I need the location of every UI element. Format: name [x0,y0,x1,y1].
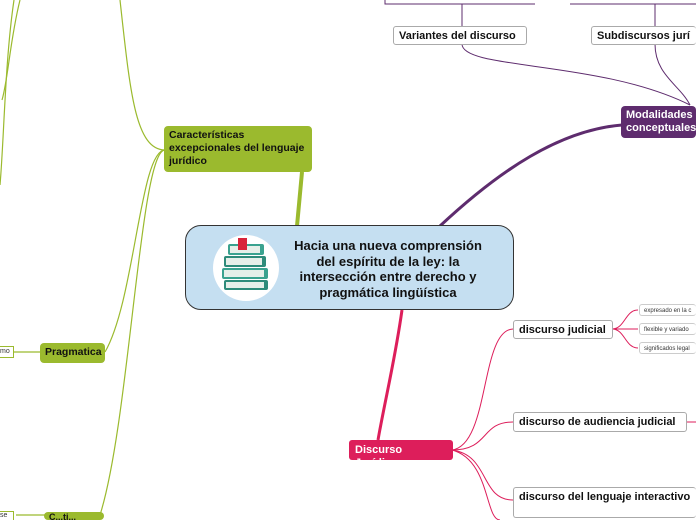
node-discurso-audiencia[interactable]: discurso de audiencia judicial [513,412,687,432]
node-judicial-child-2-label: flexible y variado [644,327,689,333]
node-subdiscursos[interactable]: Subdiscursos jurí [591,26,696,45]
node-subdiscursos-label: Subdiscursos jurí [597,30,690,42]
node-judicial-child-1[interactable]: expresado en la c [639,304,696,316]
node-discurso-juridico-label: Discurso Jurídico [355,444,403,469]
node-judicial-child-3[interactable]: significados legal [639,342,696,354]
node-judicial-child-1-label: expresado en la c [644,308,692,314]
node-discurso-audiencia-label: discurso de audiencia judicial [519,416,676,428]
node-discurso-interactivo[interactable]: discurso del lenguaje interactivo [513,487,696,518]
node-caracteristicas-label: Características excepcionales del lengua… [169,129,305,167]
node-pragmatica-child[interactable]: mo [0,346,14,358]
node-discurso-judicial[interactable]: discurso judicial [513,320,613,339]
node-bottom-left-child-label: se [0,512,8,519]
node-bottom-left-child[interactable]: se [0,511,14,520]
central-topic[interactable]: Hacia una nueva comprensión del espíritu… [185,225,514,310]
node-bottom-left[interactable]: C...ti... [44,512,104,520]
node-caracteristicas[interactable]: Características excepcionales del lengua… [164,126,312,172]
central-title: Hacia una nueva comprensión del espíritu… [294,238,482,300]
node-pragmatica-child-label: mo [0,348,10,355]
node-pragmatica-label: Pragmatica [45,346,102,358]
node-modalidades[interactable]: Modalidades conceptuales [621,106,696,138]
node-judicial-child-3-label: significados legal [644,346,690,352]
node-variantes[interactable]: Variantes del discurso [393,26,527,45]
books-icon [213,235,279,301]
node-pragmatica[interactable]: Pragmatica [40,343,105,363]
node-discurso-judicial-label: discurso judicial [519,324,606,336]
node-variantes-label: Variantes del discurso [399,30,516,42]
node-discurso-juridico[interactable]: Discurso Jurídico [349,440,453,469]
node-modalidades-label: Modalidades conceptuales [626,109,696,134]
node-judicial-child-2[interactable]: flexible y variado [639,323,696,335]
node-discurso-interactivo-label: discurso del lenguaje interactivo [519,491,691,503]
node-bottom-left-label: C...ti... [49,512,76,520]
